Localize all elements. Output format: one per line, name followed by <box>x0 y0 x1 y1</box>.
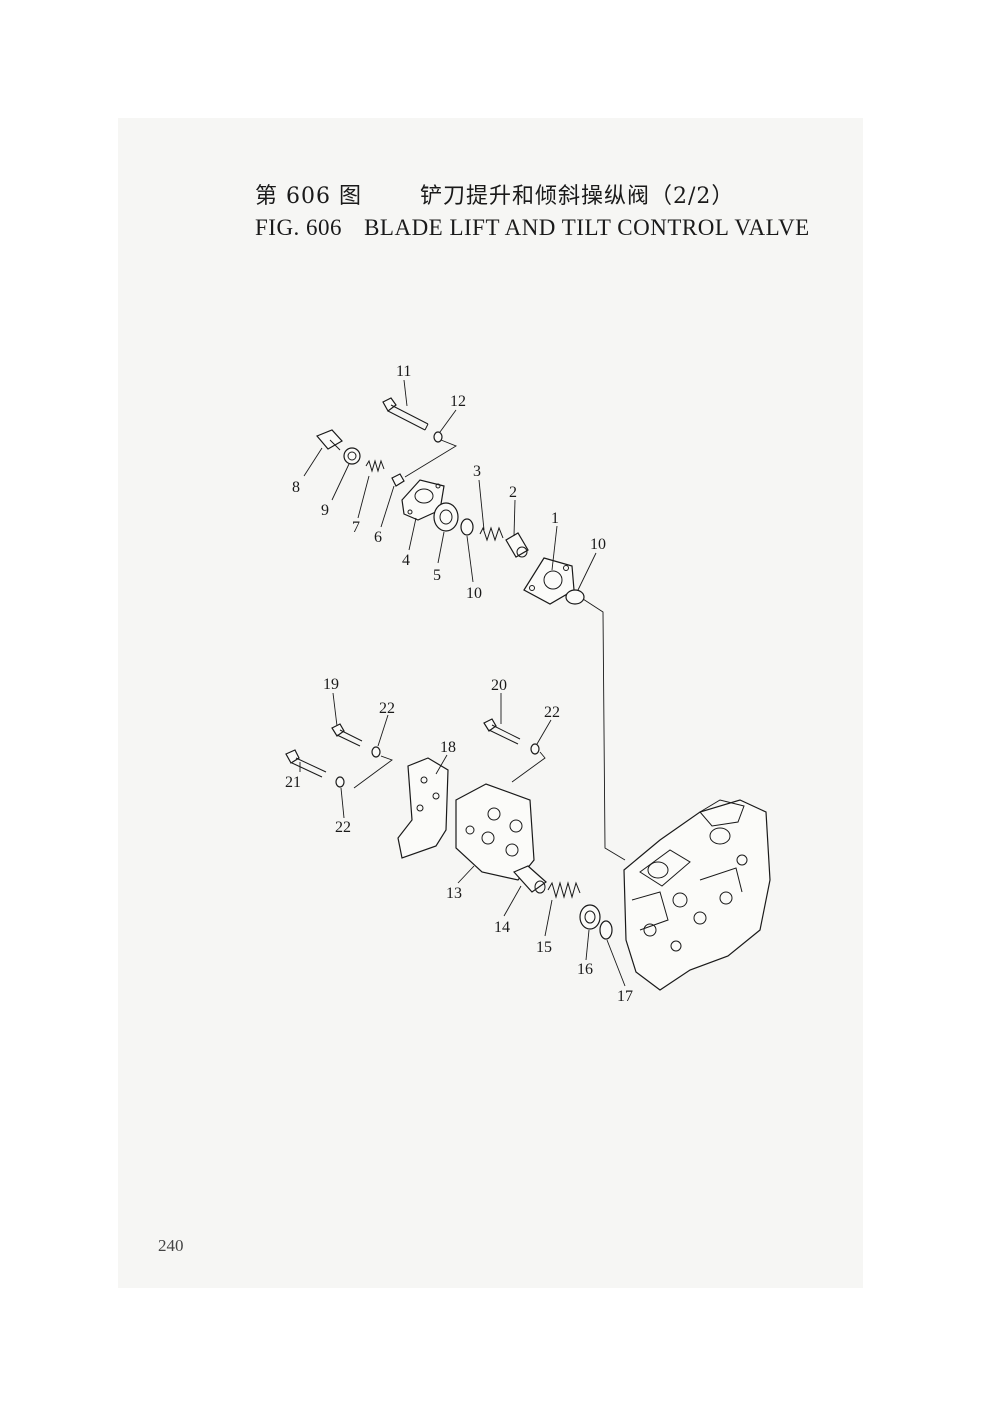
part-spring-7 <box>365 459 385 473</box>
callout-label: 11 <box>396 363 411 380</box>
callout-label: 12 <box>450 393 466 410</box>
callout-label: 15 <box>536 939 552 956</box>
callout-label: 22 <box>335 819 351 836</box>
figure-title-en: BLADE LIFT AND TILT CONTROL VALVE <box>364 215 810 240</box>
callout-label: 2 <box>509 484 517 501</box>
part-poppet-6 <box>391 473 405 487</box>
callout-label: 17 <box>617 988 633 1005</box>
figure-number-en: FIG. 606 <box>255 215 343 240</box>
page-background <box>118 118 863 1288</box>
figure-title-english: FIG. 606 BLADE LIFT AND TILT CONTROL VALV… <box>255 215 810 241</box>
part-flange-1 <box>523 557 575 605</box>
callout-label: 22 <box>544 704 560 721</box>
callout-label: 7 <box>352 519 360 536</box>
callout-label: 8 <box>292 479 300 496</box>
part-nut-9 <box>343 447 361 465</box>
part-plug-16 <box>579 904 601 930</box>
callout-label: 4 <box>402 552 410 569</box>
part-valve-body-13 <box>455 783 535 881</box>
part-bolt-21 <box>285 749 327 778</box>
part-plug-8 <box>316 429 343 451</box>
part-washer-22c <box>335 776 345 788</box>
part-bolt-11 <box>382 397 429 431</box>
callout-label: 5 <box>433 567 441 584</box>
callout-label: 13 <box>446 885 462 902</box>
callout-labels: 11 12 8 9 7 6 4 5 3 10 2 1 10 19 22 20 2… <box>285 363 633 1005</box>
part-spool-2 <box>505 532 529 558</box>
callout-label: 18 <box>440 739 456 756</box>
part-spring-3 <box>479 526 504 542</box>
callout-label: 1 <box>551 510 559 527</box>
callout-label: 10 <box>466 585 482 602</box>
part-spring-15 <box>547 881 581 899</box>
callout-label: 14 <box>494 919 510 936</box>
part-oring-17 <box>599 920 613 940</box>
part-washer-22b <box>530 743 540 755</box>
callout-label: 9 <box>321 502 329 519</box>
callout-label: 6 <box>374 529 382 546</box>
callout-label: 22 <box>379 700 395 717</box>
part-washer-22a <box>371 746 381 758</box>
page-number: 240 <box>158 1236 184 1255</box>
part-washer-12 <box>433 431 443 443</box>
figure-number-cn: 第 606 图 <box>255 184 362 209</box>
part-main-valve-block <box>623 799 771 991</box>
part-oring-10b <box>565 589 585 605</box>
callout-leaders <box>299 379 626 987</box>
callout-label: 20 <box>491 677 507 694</box>
part-sleeve-14 <box>512 865 547 894</box>
part-bolt-19 <box>331 723 363 747</box>
callout-label: 21 <box>285 774 301 791</box>
callout-label: 3 <box>473 463 481 480</box>
part-oring-10a <box>460 518 474 536</box>
part-bolt-20 <box>483 718 521 745</box>
callout-label: 10 <box>590 536 606 553</box>
part-cover-18 <box>397 757 449 859</box>
callout-label: 16 <box>577 961 593 978</box>
part-disc-5 <box>433 502 459 532</box>
callout-label: 19 <box>323 676 339 693</box>
figure-title-chinese: 第 606 图 铲刀提升和倾斜操纵阀（2/2） <box>255 178 734 210</box>
figure-title-cn: 铲刀提升和倾斜操纵阀（2/2） <box>419 184 735 209</box>
